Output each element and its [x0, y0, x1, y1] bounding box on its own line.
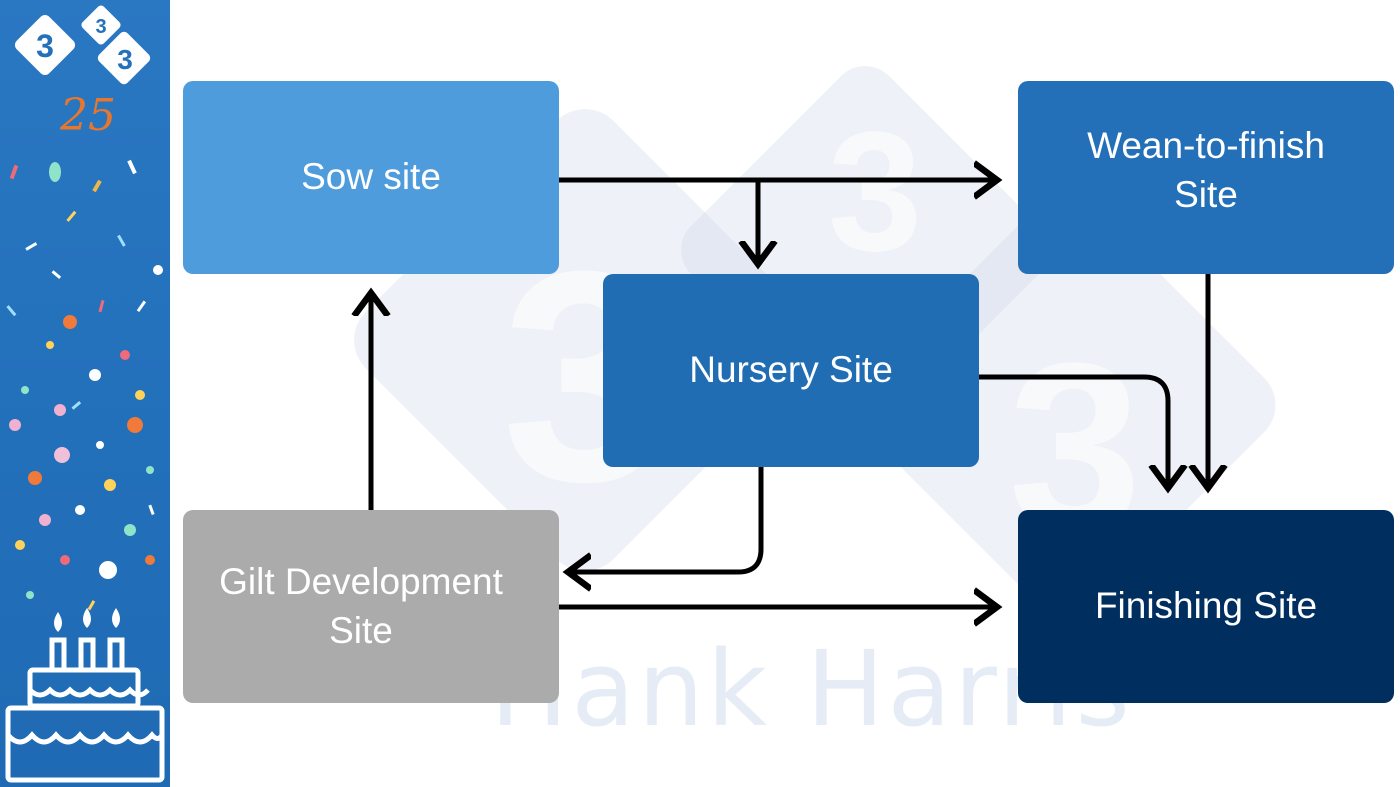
- node-gilt-development-site: Gilt Development Site: [183, 510, 559, 703]
- confetti-decoration: 3 3 3 25: [5, 5, 165, 783]
- node-label: Finishing Site: [1094, 585, 1318, 627]
- node-finishing-site: Finishing Site: [1018, 510, 1394, 703]
- node-nursery-site: Nursery Site: [603, 274, 979, 467]
- node-label: Sow site: [301, 156, 441, 198]
- svg-text:3: 3: [36, 28, 54, 64]
- node-label: Wean-to-finish Site: [1087, 125, 1325, 215]
- svg-text:25: 25: [59, 90, 116, 141]
- node-label: Gilt Development Site: [219, 561, 503, 651]
- svg-text:3: 3: [95, 16, 106, 38]
- sidebar-banner: 3 3 3 25: [0, 0, 170, 787]
- arrow-nursery-to-gilt: [570, 467, 764, 572]
- node-wean-to-finish-site: Wean-to-finish Site: [1018, 81, 1394, 274]
- 333-logo: 3 3 3 25: [14, 5, 151, 141]
- node-label: Nursery Site: [689, 349, 893, 391]
- arrow-nursery-to-finishing: [979, 374, 1168, 486]
- confetti-pieces: [6, 159, 163, 611]
- node-sow-site: Sow site: [183, 81, 559, 274]
- birthday-cake-icon: [5, 608, 165, 783]
- svg-text:3: 3: [117, 44, 133, 75]
